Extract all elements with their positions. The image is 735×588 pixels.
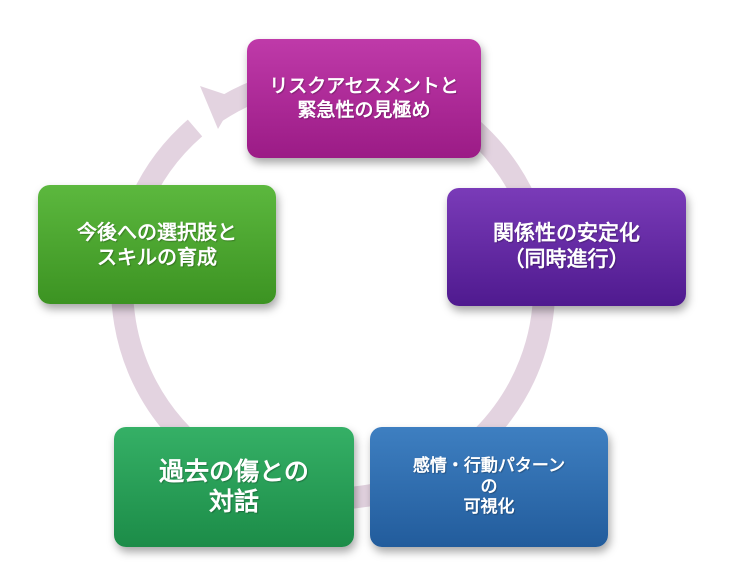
step-future-skills: 今後への選択肢と スキルの育成 xyxy=(38,185,276,304)
step-risk-assessment-label: リスクアセスメントと 緊急性の見極め xyxy=(269,75,459,121)
cycle-arrowhead xyxy=(200,86,236,129)
step-past-wounds-dialogue-label: 過去の傷との 対話 xyxy=(159,456,309,517)
step-past-wounds-dialogue: 過去の傷との 対話 xyxy=(114,427,354,547)
step-future-skills-label: 今後への選択肢と スキルの育成 xyxy=(77,220,237,269)
step-relationship-stabilization-label: 関係性の安定化 （同時進行） xyxy=(493,221,640,271)
step-pattern-visualization-label: 感情・行動パターン の 可視化 xyxy=(412,455,566,518)
step-pattern-visualization: 感情・行動パターン の 可視化 xyxy=(370,427,608,547)
step-risk-assessment: リスクアセスメントと 緊急性の見極め xyxy=(247,39,481,158)
step-relationship-stabilization: 関係性の安定化 （同時進行） xyxy=(447,188,686,306)
